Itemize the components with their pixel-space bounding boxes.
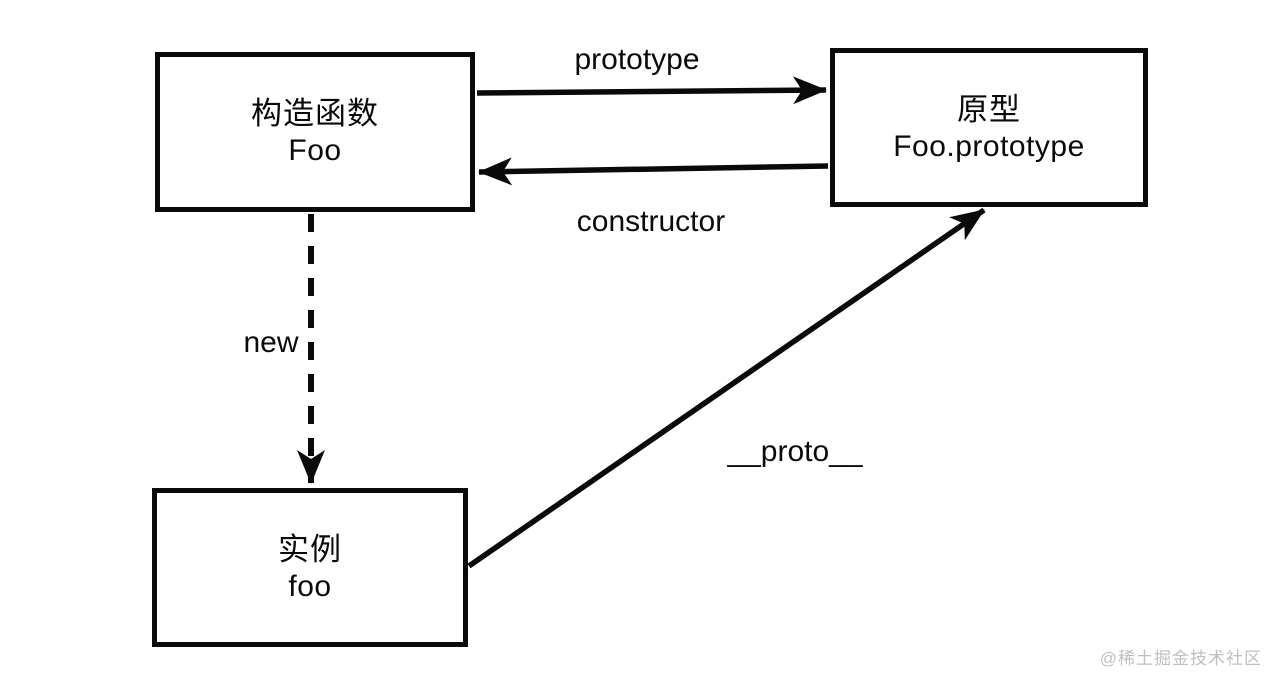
watermark: @稀土掘金技术社区 [1099, 649, 1262, 668]
constructor-arrow [478, 157, 829, 186]
node-constructor-title: 构造函数 [251, 96, 379, 131]
prototype-arrow [476, 76, 827, 105]
proto-arrow [467, 207, 986, 569]
node-prototype-subtitle: Foo.prototype [893, 129, 1085, 163]
node-prototype-object: 原型 Foo.prototype [830, 48, 1148, 207]
node-instance: 实例 foo [152, 488, 468, 647]
node-constructor-function: 构造函数 Foo [155, 52, 475, 212]
new-edge-label: new [243, 326, 299, 359]
proto-edge-label: __proto__ [727, 435, 863, 468]
prototype-edge-label: prototype [574, 43, 700, 76]
node-prototype-title: 原型 [957, 91, 1021, 127]
node-constructor-subtitle: Foo [288, 134, 342, 167]
constructor-edge-label: constructor [576, 205, 726, 238]
node-instance-subtitle: foo [288, 569, 332, 603]
node-instance-title: 实例 [278, 531, 342, 567]
